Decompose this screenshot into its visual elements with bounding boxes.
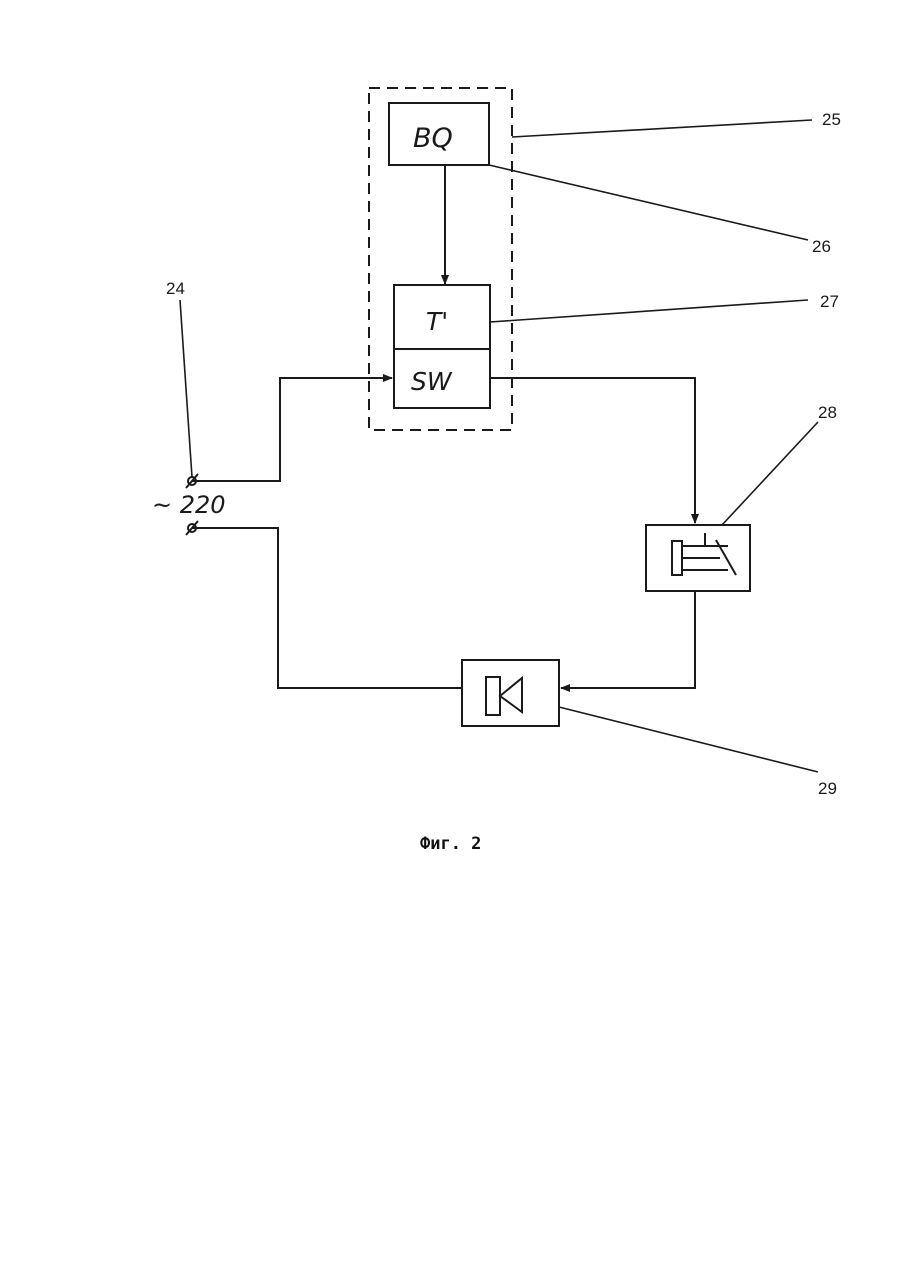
relay-to-siren-wire — [561, 591, 695, 688]
siren-icon — [486, 677, 522, 715]
supply-voltage-label: ~ 220 — [152, 491, 226, 519]
leader-28 — [722, 422, 818, 525]
leader-27 — [490, 300, 808, 322]
leader-24 — [180, 300, 192, 477]
ref-28: 28 — [818, 403, 837, 422]
switch-to-relay-wire — [490, 378, 695, 523]
siren-block — [462, 660, 559, 726]
leader-29 — [559, 707, 818, 772]
leader-26 — [489, 165, 808, 240]
supply-to-switch-wire — [192, 378, 392, 481]
ref-25: 25 — [822, 110, 841, 129]
relay-icon — [672, 533, 736, 575]
ref-29: 29 — [818, 779, 837, 798]
leader-25 — [512, 120, 812, 137]
supply-terminal-bottom — [186, 521, 198, 535]
ref-24: 24 — [166, 279, 185, 298]
siren-to-supply-wire — [192, 528, 462, 688]
switch-label: SW — [411, 367, 453, 396]
ref-26: 26 — [812, 237, 831, 256]
figure-caption: Фиг. 2 — [420, 834, 481, 854]
timer-label: T' — [426, 307, 448, 336]
ref-27: 27 — [820, 292, 839, 311]
sensor-label: BQ — [413, 123, 453, 154]
